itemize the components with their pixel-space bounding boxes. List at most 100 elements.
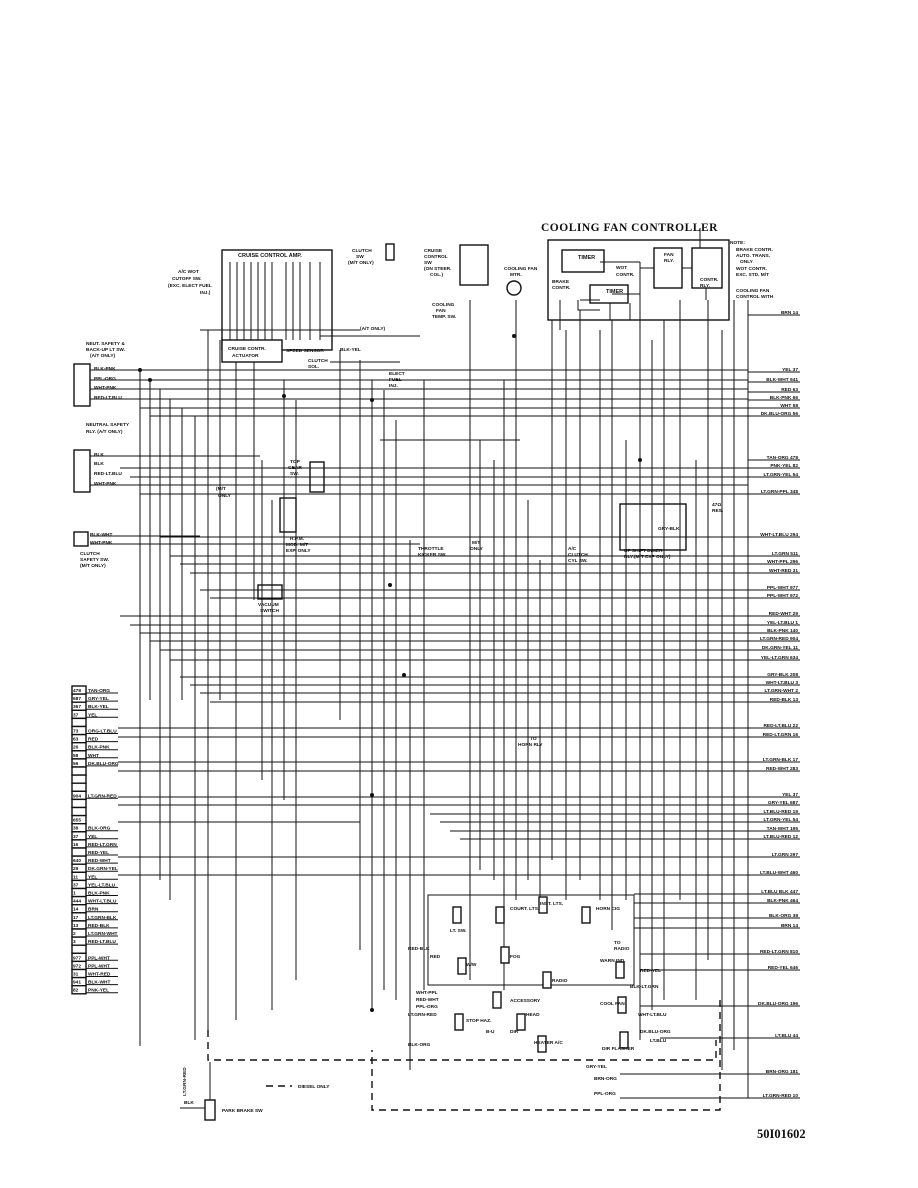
switch-label: INST. LTS.	[540, 901, 563, 907]
right-wire-label: LT.BLU 44	[775, 1033, 798, 1039]
contr-rly-label: CONTR.	[700, 277, 718, 283]
connector-wire-label: WHT	[88, 753, 99, 759]
connector-wire-label: BRN	[88, 907, 99, 913]
switch-contact	[500, 946, 510, 964]
right-wire-label: YEL 37	[782, 792, 798, 798]
actuator-label: CRUISE CONTR.	[228, 346, 266, 352]
connector-wire-label: LT.GRN-RED	[88, 793, 117, 799]
right-wire-label: BLK-PNK 66	[770, 395, 799, 401]
connector-pin-number: 26	[73, 745, 79, 751]
wire-label: PPL-ORG	[416, 1004, 438, 1010]
upshift-label: RLY.(M/T EXP ONLY)	[624, 554, 671, 560]
right-wire-label: DK.GRN-YEL 11	[762, 645, 798, 651]
connector-pin-number: 63	[73, 737, 79, 743]
neut-safety-label: BACK-UP LT SW.	[86, 347, 125, 353]
switch-label: COOL FAN	[600, 1001, 625, 1007]
right-wire-label: PPL-WHT 977	[767, 585, 799, 591]
wire-label: RED-BLK	[408, 946, 430, 952]
connector-wire-label: WHT-RED	[88, 972, 111, 978]
switch-contact	[619, 1031, 629, 1049]
rpm-module	[279, 497, 297, 533]
wire-label: WHT-PNK	[94, 385, 117, 391]
connector-cell	[71, 782, 87, 793]
switch-panel: LT. SW. COURT. LTS. INST. LTS. HORN CIG …	[408, 894, 671, 1097]
ac-clutch-label: CLUTCH	[568, 552, 588, 558]
right-wire-label: BLK-WHT 941	[766, 377, 798, 383]
clutch-safety-label: SAFETY SW.	[80, 557, 109, 563]
connector-wire-label: LT.GRN-BLK	[88, 915, 117, 921]
switch-contact	[617, 996, 627, 1014]
connector-wire-label: YEL-LT.BLU	[88, 882, 116, 888]
switch-label: COURT. LTS.	[510, 906, 539, 912]
connector-cell	[71, 806, 87, 817]
right-wire-label: LT.GRN 511	[772, 551, 798, 557]
right-wire-label: BRN 14	[781, 923, 798, 929]
mt-only-label: M/T	[472, 540, 480, 546]
wire-label: RED-LT.BLU	[94, 471, 122, 477]
wire-label: BLK-YEL	[340, 347, 361, 353]
kicker-label: KICKER SW.	[418, 552, 447, 558]
right-wire-label: PPL-WHT 972	[767, 593, 799, 599]
vacuum-label: VACUUM	[258, 602, 279, 608]
diesel-only-label: DIESEL ONLY	[298, 1084, 330, 1090]
switch-contact	[538, 896, 548, 914]
wire-label: PPL-ORG	[594, 1091, 616, 1097]
neut-safety-label: (A/T ONLY)	[90, 353, 116, 359]
connector-pin-number: 2	[73, 931, 76, 937]
clutch-sol-label: SOL.	[308, 364, 319, 370]
connector-cell	[71, 717, 87, 728]
right-wire-label: TAN-WHT 195	[767, 826, 799, 832]
right-wire-label: BLK-PNK 140	[767, 628, 798, 634]
wire-label: DK.BLU-ORG	[640, 1029, 671, 1035]
junction-dot	[388, 583, 392, 587]
rpm-label: EXP. ONLY	[286, 548, 311, 554]
wot-contr-label: CONTR.	[616, 272, 634, 278]
park-brake-switch	[204, 1099, 216, 1121]
connector-pin-number: 1	[73, 891, 76, 897]
connector-pin-number: 17	[73, 915, 79, 921]
right-wire-label: DK.BLU-ORG 196	[758, 1001, 798, 1007]
clutch-sw-label: CLUTCH	[352, 248, 372, 254]
cooling-fan-controller-box: TIMER TIMER WOT CONTR. BRAKE CONTR. FAN …	[547, 228, 730, 330]
connector-pin-number: 904	[73, 793, 81, 799]
wire-label: RED-WHT	[416, 997, 439, 1003]
connector-wire-label: BLK-ORG	[88, 826, 111, 832]
note-block: NOTE: BRAKE CONTR. AUTO. TRANS. ONLY WOT…	[730, 240, 774, 300]
connector-pin-number: 977	[73, 955, 81, 961]
connector-pin-number: 37	[73, 882, 79, 888]
switch-label: FOG	[510, 954, 521, 960]
cc-sw-label: CRUISE	[424, 248, 443, 254]
radio-label: TO	[614, 940, 621, 946]
connector-wire-label: BLK-WHT	[88, 980, 110, 986]
switch-contact	[516, 1013, 526, 1031]
cc-sw-label: CONTROL	[424, 254, 448, 260]
contr-rly-label: RLY.	[700, 283, 710, 289]
connector-wire-label: DK.GRN-YEL	[88, 866, 118, 872]
right-wire-label: BLK-ORG 38	[769, 913, 798, 919]
right-wire-label: LT.GRN-BLK 17	[763, 757, 798, 763]
switch-label: W/W	[466, 962, 477, 968]
ac-wot-label: CUTOFF SW.	[172, 276, 202, 282]
connector-wire-label: TAN-ORG	[88, 688, 110, 694]
connector-cell	[71, 774, 87, 784]
wire-label: BRN-ORG	[594, 1076, 617, 1082]
connector-pin-number: 82	[73, 988, 79, 994]
wire-label: BLK	[94, 461, 104, 467]
switch-contact	[454, 1013, 464, 1031]
switch-contact	[542, 971, 552, 989]
connector-wire-label: RED-LT.BLU	[88, 939, 116, 945]
wire-label: PPL-ORG	[94, 376, 116, 382]
brake-contr-label: CONTR.	[552, 285, 570, 291]
right-wire-label: LT.BLU BLK 447	[761, 889, 798, 895]
efi-label: INJ.	[389, 383, 398, 389]
switch-label: DIR FLASHER	[602, 1046, 635, 1052]
wire-label: LT.GRN-RED	[182, 1067, 188, 1096]
res-label: 47Ω	[712, 502, 721, 508]
wire-label: BLK-PNK	[94, 366, 116, 372]
right-wire-label: YEL-LT.BLU 1	[767, 620, 798, 626]
cc-sw-label: COL.)	[430, 272, 443, 278]
connector-pin-number: 11	[73, 874, 78, 880]
right-wire-label: RED-BLK 13	[770, 697, 799, 703]
connector-pin-number: 13	[73, 923, 79, 929]
